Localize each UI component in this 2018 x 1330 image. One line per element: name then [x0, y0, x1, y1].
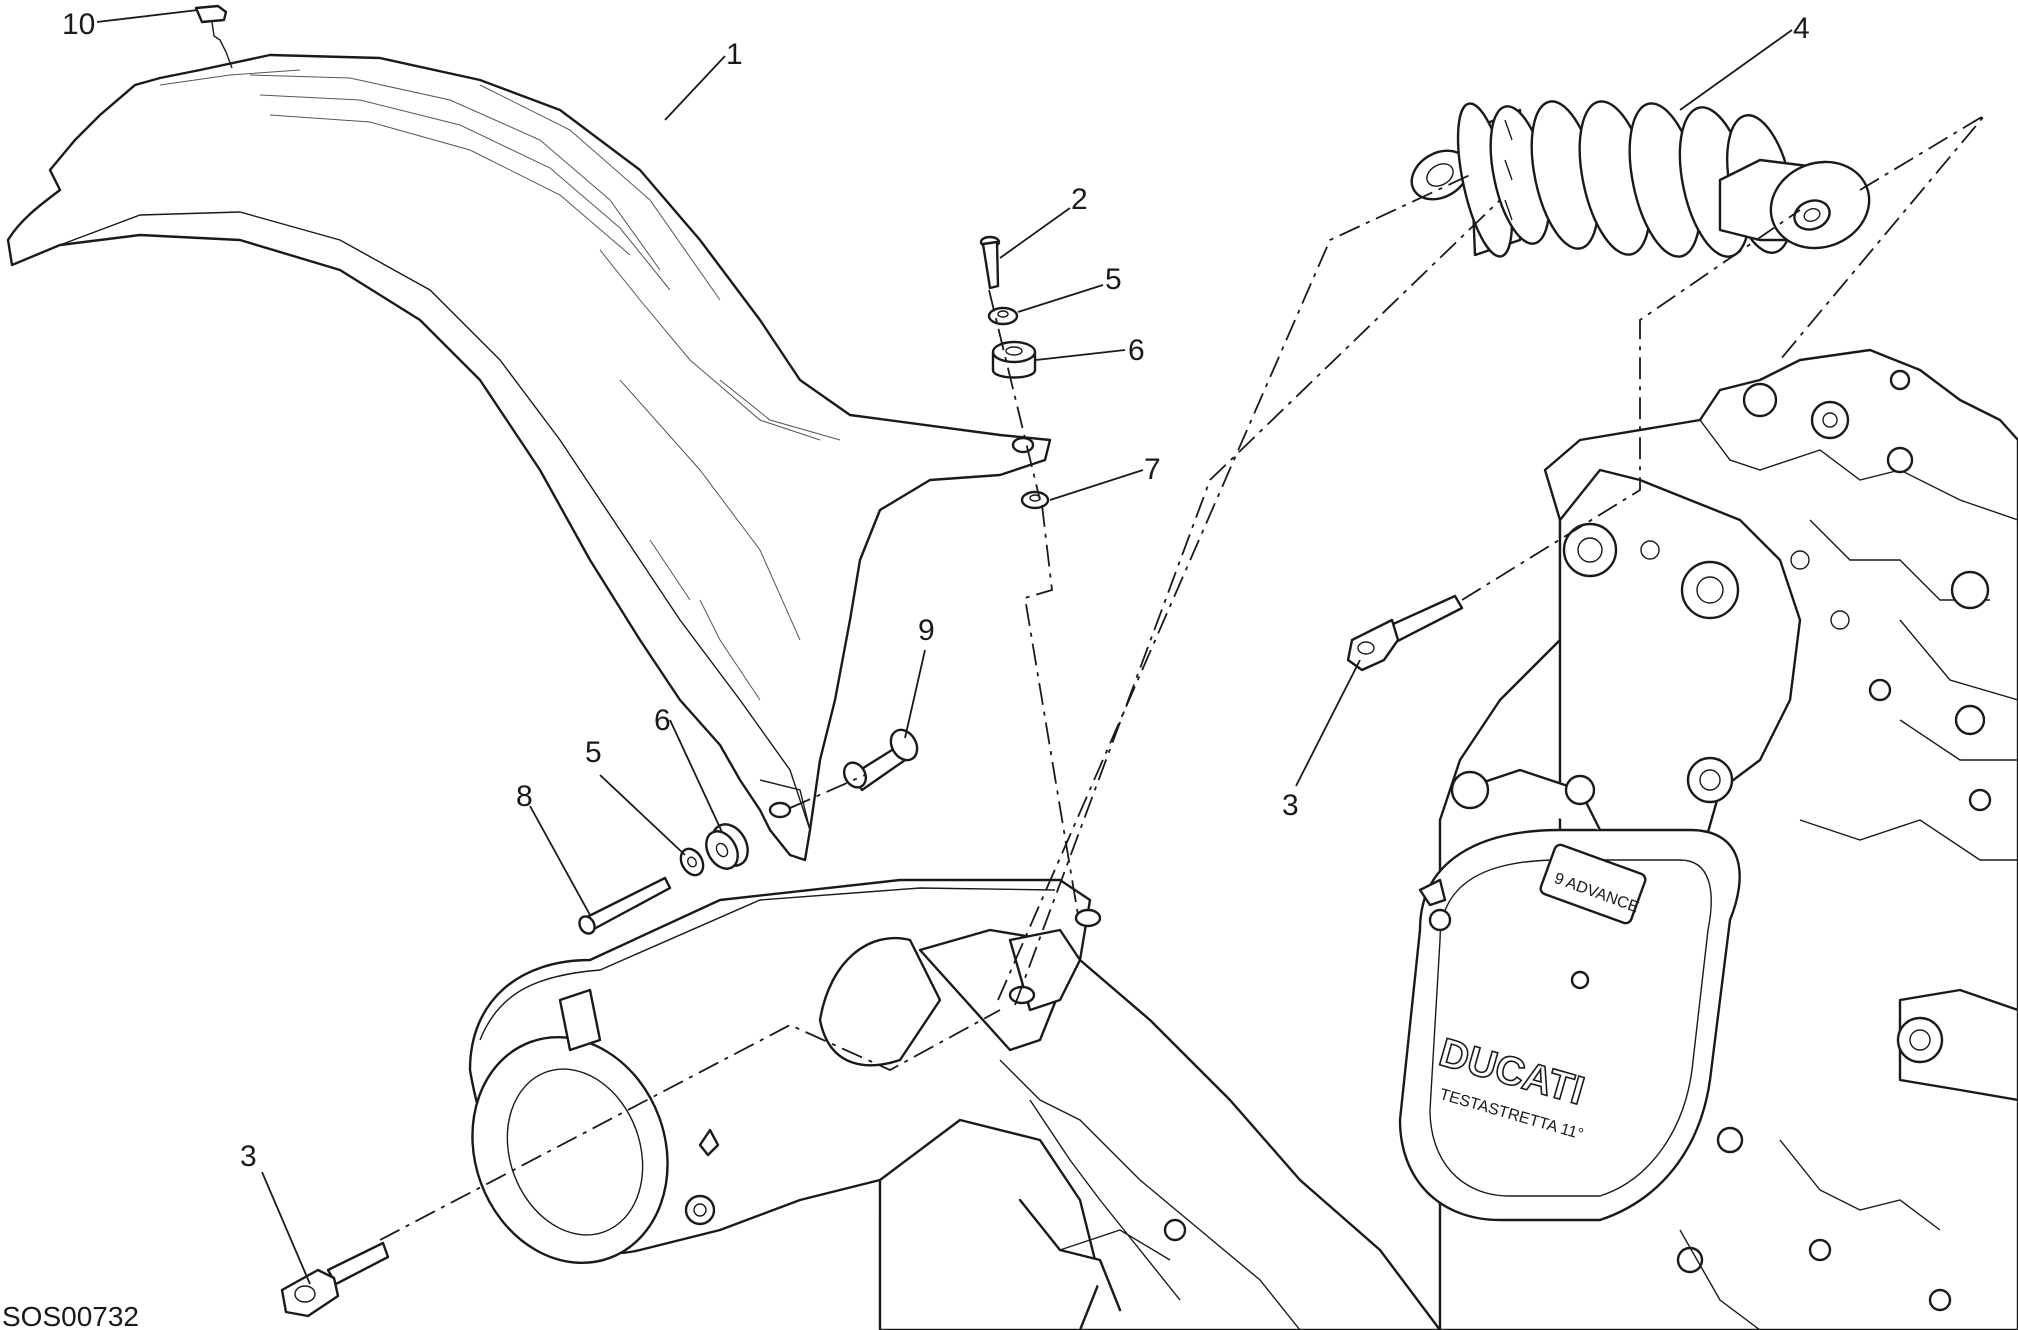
assembly-centerlines [379, 114, 1986, 1241]
callout-4: 4 [1793, 12, 1810, 45]
engine-assembly: 9 ADVANCE DUCATI TESTASTRETTA 11° [1398, 348, 2018, 1330]
callout-1: 1 [726, 38, 743, 71]
callout-7: 7 [1144, 453, 1161, 486]
clip [194, 4, 233, 69]
rubber-grommet-upper [991, 340, 1037, 379]
callout-8: 8 [516, 780, 533, 813]
callout-6-upper: 6 [1128, 334, 1145, 367]
callout-3-upper: 3 [1282, 789, 1299, 822]
callout-6-lower: 6 [654, 704, 671, 737]
callout-labels: 10 1 2 5 6 7 4 9 6 5 8 3 3 [62, 8, 1810, 1173]
callout-9: 9 [918, 614, 935, 647]
washer-under [1020, 490, 1050, 510]
spacer-bushing [842, 728, 919, 792]
screw [979, 235, 1001, 290]
callout-5-lower: 5 [585, 736, 602, 769]
callout-5-upper: 5 [1105, 263, 1122, 296]
callout-leaders [96, 9, 1793, 1285]
shock-bolt-lower [280, 1241, 390, 1318]
long-screw [578, 876, 672, 935]
rear-shock-absorber [1410, 100, 1871, 258]
washer-lower [679, 847, 705, 877]
callout-10: 10 [62, 8, 95, 41]
drawing-code: SOS00732 [2, 1301, 139, 1330]
callout-2: 2 [1071, 183, 1088, 216]
swingarm [468, 878, 1442, 1330]
callout-3-lower: 3 [240, 1140, 257, 1173]
shock-bolt-upper [1346, 594, 1464, 672]
rubber-grommet-lower [705, 823, 749, 870]
